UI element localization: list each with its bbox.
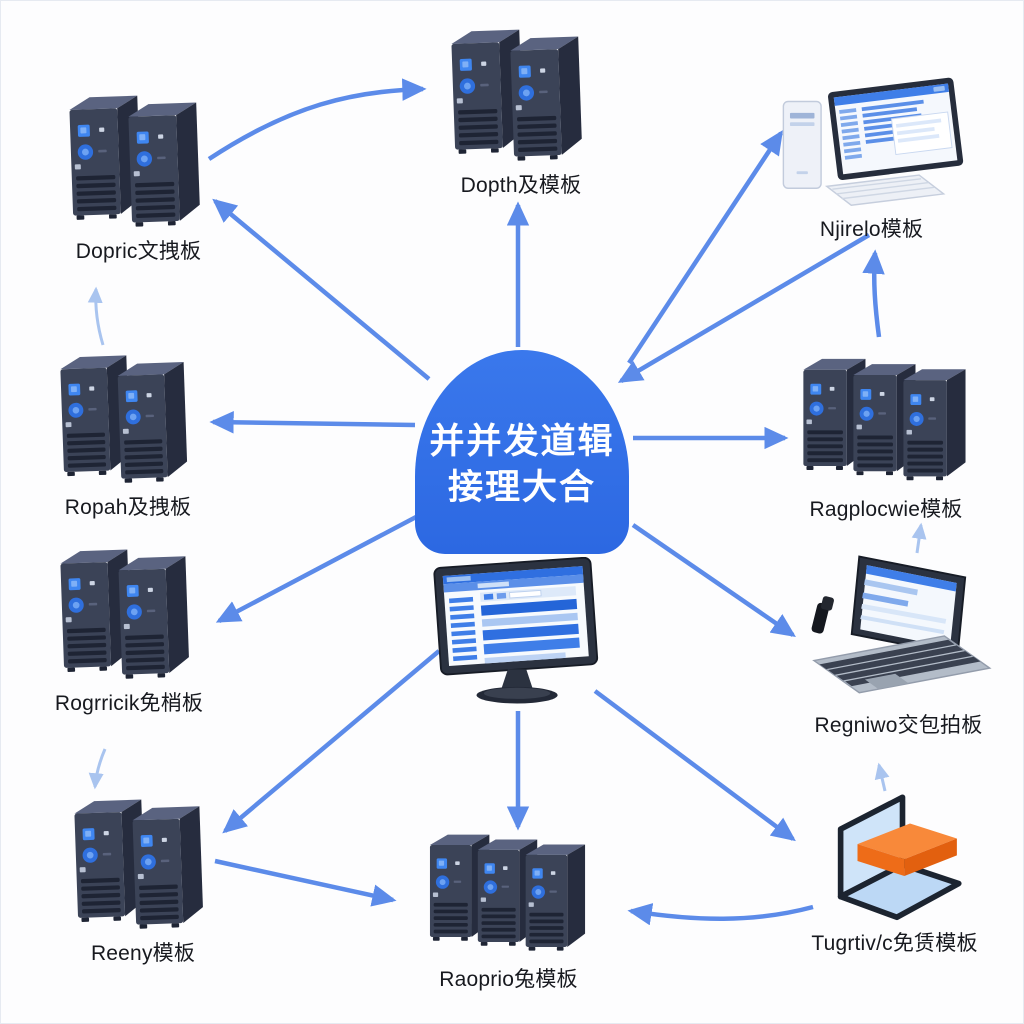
node-top-right: Njirelo模板 xyxy=(769,77,974,243)
node-mid-left: Ropah及拽板 xyxy=(43,347,213,521)
monitor-icon xyxy=(432,557,598,704)
arrow-midleft-to-topleft xyxy=(87,286,105,346)
node-label: Rogrricik免梢板 xyxy=(54,692,204,715)
node-label: Njirelo模板 xyxy=(819,218,924,241)
arrow-cloud-to-lowerleft xyxy=(215,505,437,623)
server-pair-icon xyxy=(59,355,188,483)
arrow-cloud-to-midleft xyxy=(209,411,416,434)
arrow-bottomleft-to-bottomcenter xyxy=(214,858,397,907)
laptop-icon xyxy=(811,555,992,694)
arrow-laptop-to-midright xyxy=(911,522,927,554)
arrow-cloud-to-topleft xyxy=(212,198,431,381)
node-label: Ragplocwie模板 xyxy=(809,498,963,521)
node-mid-right: Ragplocwie模板 xyxy=(791,351,981,523)
node-top-left: Dopric文拽板 xyxy=(46,87,231,265)
node-label: Regniwo交包拍板 xyxy=(814,714,983,737)
arrow-topleft-to-topcenter xyxy=(207,78,427,161)
arrow-topright-to-cloud xyxy=(617,233,871,383)
arrow-cloud-to-laptop xyxy=(631,523,796,638)
arrow-lowerleft-to-bottomleft xyxy=(88,748,107,790)
arrow-monitor-to-bottomleft xyxy=(222,649,441,834)
node-lower-right: Regniwo交包拍板 xyxy=(801,549,996,739)
server-triple-icon xyxy=(429,834,585,951)
node-bottom-left: Reeny模板 xyxy=(53,791,233,967)
cloud-text-line1: 并并发道辑 xyxy=(429,421,615,461)
arrow-bottomright-to-bottomcenter xyxy=(627,903,814,926)
server-triple-icon xyxy=(803,358,966,481)
central-cloud: 并并发道辑 接理大合 xyxy=(415,350,629,554)
node-bottom-right: Tugrtiv/c免赁模板 xyxy=(797,785,992,957)
server-pair-icon xyxy=(451,29,583,161)
arrow-box-to-laptop xyxy=(874,762,890,792)
node-center-monitor xyxy=(425,557,610,709)
node-label: Ropah及拽板 xyxy=(64,496,192,519)
arrow-monitor-to-bottomright xyxy=(593,689,796,842)
node-label: Raoprio兔模板 xyxy=(439,968,578,991)
node-top-center: Dopth及模板 xyxy=(431,21,611,199)
cloud-text-line2: 接理大合 xyxy=(447,468,596,507)
desktop-computer-icon xyxy=(782,77,963,206)
module-box-icon xyxy=(837,794,962,921)
node-label: Dopth及模板 xyxy=(460,174,582,197)
node-label: Dopric文拽板 xyxy=(75,240,202,263)
node-bottom-center: Raoprio兔模板 xyxy=(401,827,616,993)
server-pair-icon xyxy=(68,95,200,227)
node-lower-left: Rogrricik免梢板 xyxy=(39,541,219,717)
arrow-midright-to-topright xyxy=(862,249,885,338)
node-label: Reeny模板 xyxy=(90,942,196,965)
usb-stick-icon xyxy=(811,596,834,634)
node-label: Tugrtiv/c免赁模板 xyxy=(811,932,978,955)
server-pair-icon xyxy=(73,799,204,929)
server-pair-icon xyxy=(59,549,190,679)
arrow-cloud-to-topright xyxy=(627,129,783,365)
